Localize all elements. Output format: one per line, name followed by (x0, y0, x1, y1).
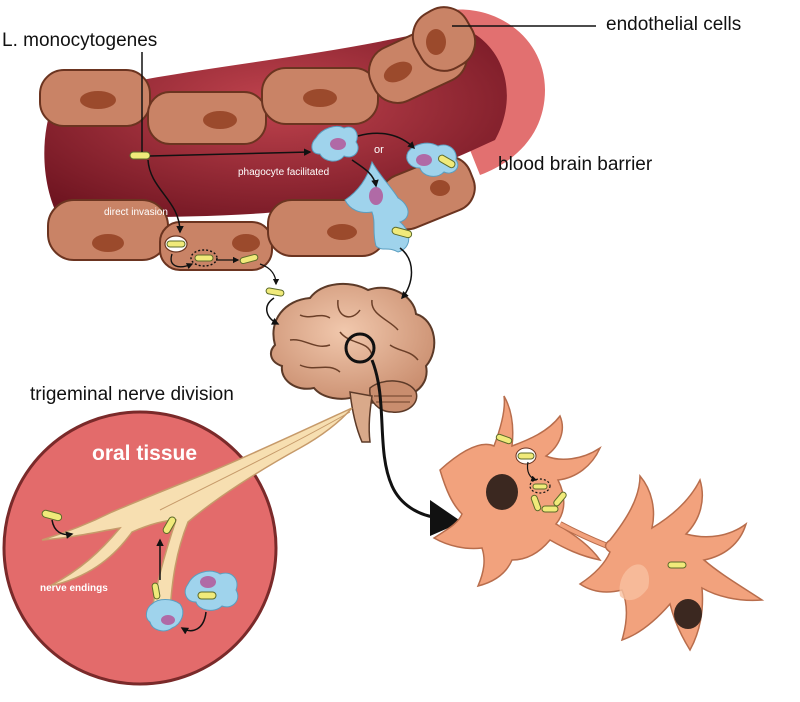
trigeminal-nerve (41, 407, 353, 629)
neurons (432, 395, 765, 652)
label-phagocyte-facilitated: phagocyte facilitated (238, 167, 329, 178)
brain (269, 282, 436, 443)
label-or: or (374, 144, 384, 156)
vessel-end-rim (450, 9, 545, 175)
brain-cerebellum (369, 380, 418, 413)
label-trigeminal-nerve-division: trigeminal nerve division (30, 384, 234, 405)
arrow-to-brain-left (266, 297, 280, 325)
arrow-direct-invasion (147, 159, 184, 234)
arrow-brain-to-neurons (370, 359, 441, 520)
label-blood-brain-barrier: blood brain barrier (498, 154, 653, 175)
label-nerve-endings: nerve endings (40, 583, 108, 594)
arrow-in-cell (170, 253, 194, 270)
phagocyte-with-bacterium (406, 142, 459, 177)
label-l-monocytogenes: L. monocytogenes (2, 30, 157, 51)
phagocyte-in-lumen (311, 125, 359, 162)
brain-focus-circle (344, 332, 376, 364)
arrowhead-neurons (430, 500, 462, 536)
brain-stem (349, 391, 373, 443)
arrow-to-brain-right (399, 247, 413, 300)
endothelial-cells-top (39, 6, 477, 145)
blood-vessel: phagocyte facilitated or direct invasion (39, 6, 545, 297)
oral-tissue: oral tissue nerve endings (2, 407, 353, 686)
label-endothelial-cells: endothelial cells (606, 14, 741, 35)
bacterium-free (129, 151, 151, 160)
arrow-phagocyte-route (149, 148, 312, 157)
brain-cerebrum (269, 282, 436, 404)
arrow-down-phagocyte (351, 159, 379, 188)
label-direct-invasion: direct invasion (104, 207, 168, 218)
label-oral-tissue: oral tissue (92, 442, 197, 465)
arrow-exit-cell (259, 263, 280, 286)
arrow-or-route (357, 132, 416, 150)
endothelial-cells-bottom (47, 155, 476, 271)
